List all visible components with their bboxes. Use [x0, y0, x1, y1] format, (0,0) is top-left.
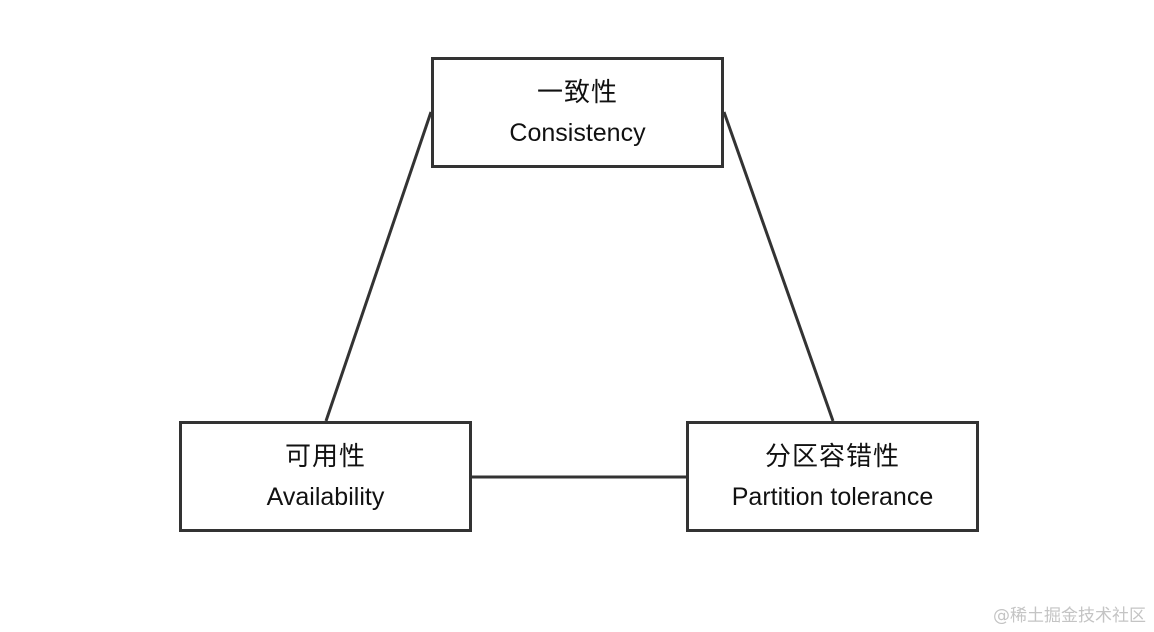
node-availability: 可用性 Availability	[179, 421, 472, 532]
node-availability-en-label: Availability	[266, 482, 385, 511]
node-partition-tolerance-zh-label: 分区容错性	[764, 441, 900, 472]
watermark: @稀土掘金技术社区	[993, 606, 1146, 626]
node-consistency-zh-label: 一致性	[536, 77, 618, 108]
node-consistency-en-label: Consistency	[509, 118, 646, 147]
node-partition-tolerance: 分区容错性 Partition tolerance	[686, 421, 979, 532]
node-availability-zh-label: 可用性	[284, 441, 366, 472]
node-partition-tolerance-en-label: Partition tolerance	[731, 482, 934, 511]
node-consistency: 一致性 Consistency	[431, 57, 724, 168]
edge-consistency-partition-tolerance	[722, 111, 835, 422]
edge-consistency-availability	[324, 111, 433, 422]
